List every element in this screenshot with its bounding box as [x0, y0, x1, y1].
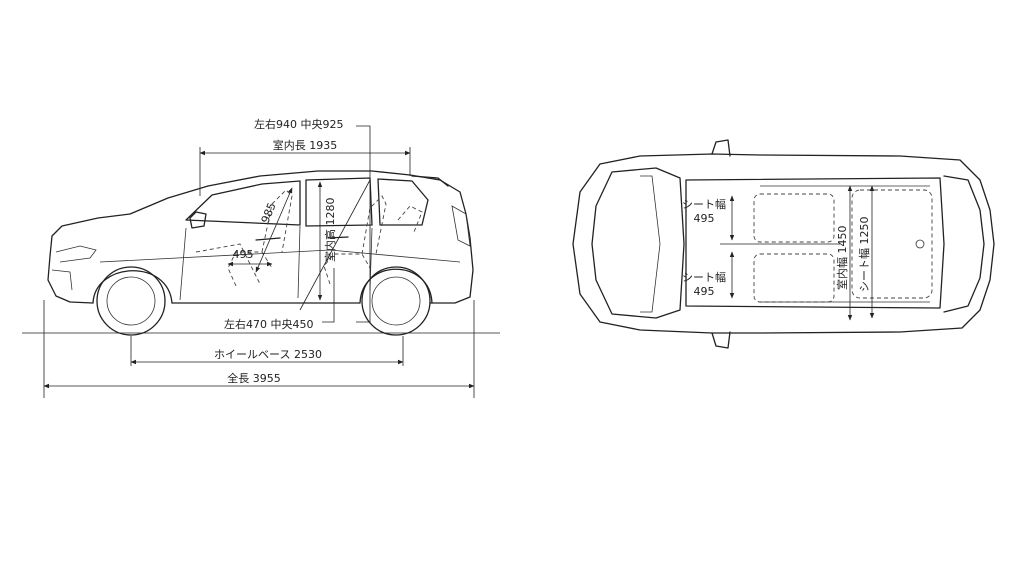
top-view-labels: シート幅 495 シート幅 495 室内幅 1450 シート幅 1250 — [682, 198, 871, 298]
seat-width-2-value: 495 — [694, 285, 715, 298]
side-view-interior — [195, 189, 423, 287]
rear-seat-width-label: シート幅 1250 — [858, 217, 871, 293]
seat-width-2-name: シート幅 — [682, 271, 726, 284]
overall-length-label: 全長 3955 — [227, 371, 281, 385]
seat-width-1-name: シート幅 — [682, 198, 726, 211]
side-view-dimensions — [43, 125, 475, 398]
top-view-dimensions — [720, 185, 875, 321]
seat-width-1-value: 495 — [694, 212, 715, 225]
interior-height-label: 室内高 1280 — [323, 198, 337, 263]
interior-length-label: 室内長 1935 — [273, 138, 338, 152]
seat-width-side-label: 495 — [233, 248, 254, 261]
wheelbase-label: ホイールベース 2530 — [214, 348, 322, 361]
side-view-labels: 左右940 中央925 室内長 1935 985 室内高 1280 495 左右… — [214, 117, 343, 385]
top-view-car — [572, 139, 995, 349]
side-view-car — [22, 170, 500, 336]
front-headroom-label: 985 — [259, 201, 279, 225]
legroom-label: 左右470 中央450 — [224, 317, 314, 331]
interior-width-label: 室内幅 1450 — [835, 226, 849, 291]
headroom-label: 左右940 中央925 — [254, 117, 344, 131]
